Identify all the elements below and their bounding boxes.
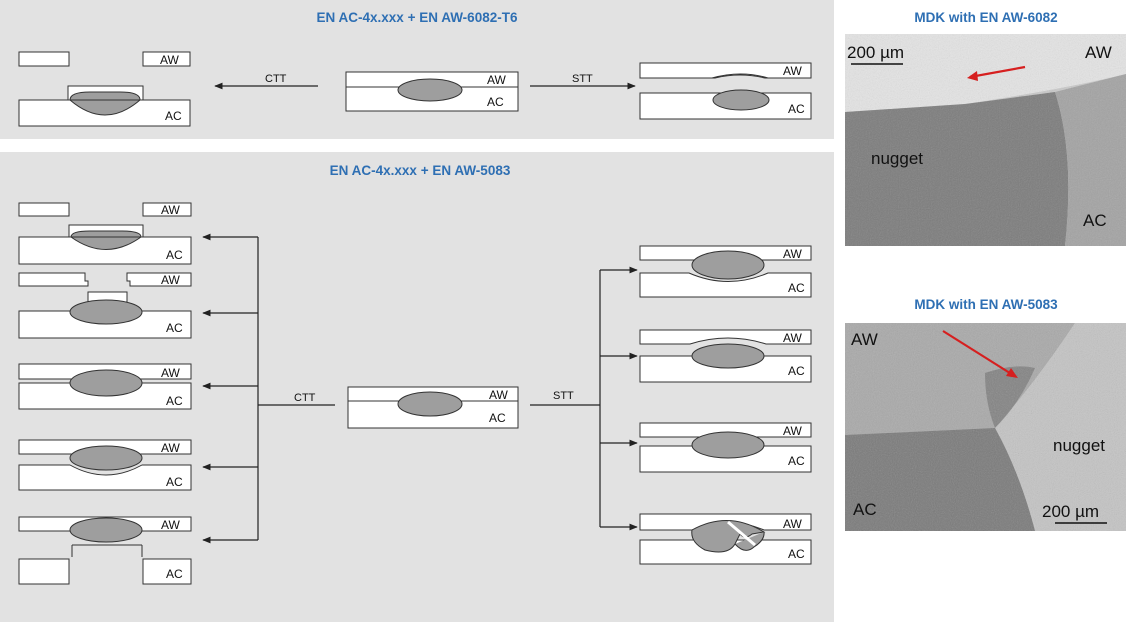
- label-ac: AC: [166, 248, 183, 262]
- label-ac: AC: [788, 547, 805, 561]
- micrograph-top-title: MDK with EN AW-6082: [914, 10, 1058, 25]
- label-ac: AC: [487, 95, 504, 109]
- failure-mode-diagram: EN AC-4x.xxx + EN AW-6082-T6 EN AC-4x.xx…: [18, 10, 812, 585]
- bottom-stt-result-3: [639, 422, 812, 473]
- scale-label: 200 µm: [847, 43, 904, 62]
- label-aw: AW: [487, 73, 507, 87]
- label-aw: AW: [783, 517, 803, 531]
- label-aw: AW: [783, 64, 803, 78]
- label-aw: AW: [783, 331, 803, 345]
- bottom-stt-result-2: [639, 329, 812, 383]
- label-ac: AC: [489, 411, 506, 425]
- bottom-ctt-result-2: [18, 272, 192, 339]
- label-aw: AW: [161, 441, 181, 455]
- top-ctt-result: [18, 51, 191, 127]
- label-aw: AW: [489, 388, 509, 402]
- bottom-stt-result-1: [639, 245, 812, 298]
- top-stt-result: [639, 62, 812, 120]
- nugget-label: nugget: [1053, 436, 1105, 455]
- label-aw: AW: [161, 366, 181, 380]
- micrograph-top: 200 µm AW nugget AC: [845, 34, 1126, 246]
- bottom-ctt-result-5: [18, 516, 192, 585]
- label-ac: AC: [166, 475, 183, 489]
- stt-label: STT: [553, 390, 574, 402]
- label-aw: AW: [161, 518, 181, 532]
- label-aw: AW: [783, 424, 803, 438]
- bottom-ctt-result-1: [18, 202, 192, 265]
- label-ac: AC: [788, 364, 805, 378]
- label-ac: AC: [788, 281, 805, 295]
- interface-arrow: [942, 330, 1014, 376]
- ac-label: AC: [1083, 211, 1107, 230]
- bottom-stt-result-4: [639, 513, 812, 565]
- bottom-ctt-result-4: [18, 439, 192, 491]
- interface-arrow: [969, 65, 1026, 79]
- nugget-label: nugget: [871, 149, 923, 168]
- label-aw: AW: [161, 273, 181, 287]
- bottom-center-joint: [347, 386, 519, 429]
- top-panel-title: EN AC-4x.xxx + EN AW-6082-T6: [317, 10, 518, 25]
- aw-label: AW: [851, 330, 878, 349]
- scale-label: 200 µm: [1042, 502, 1099, 521]
- label-aw: AW: [160, 53, 180, 67]
- label-ac: AC: [788, 102, 805, 116]
- micrograph-bottom-title: MDK with EN AW-5083: [914, 297, 1058, 312]
- label-ac: AC: [166, 321, 183, 335]
- label-ac: AC: [166, 567, 183, 581]
- ctt-label: CTT: [294, 392, 316, 404]
- ctt-label: CTT: [265, 73, 287, 85]
- label-aw: AW: [783, 247, 803, 261]
- label-ac: AC: [165, 109, 182, 123]
- aw-label: AW: [1085, 43, 1112, 62]
- stt-label: STT: [572, 73, 593, 85]
- top-center-joint: [345, 71, 519, 112]
- micrograph-bottom: 200 µm AW nugget AC: [845, 323, 1126, 531]
- label-aw: AW: [161, 203, 181, 217]
- bottom-ctt-result-3: [18, 363, 192, 410]
- bottom-panel-title: EN AC-4x.xxx + EN AW-5083: [330, 163, 511, 178]
- ac-label: AC: [853, 500, 877, 519]
- label-ac: AC: [788, 454, 805, 468]
- label-ac: AC: [166, 394, 183, 408]
